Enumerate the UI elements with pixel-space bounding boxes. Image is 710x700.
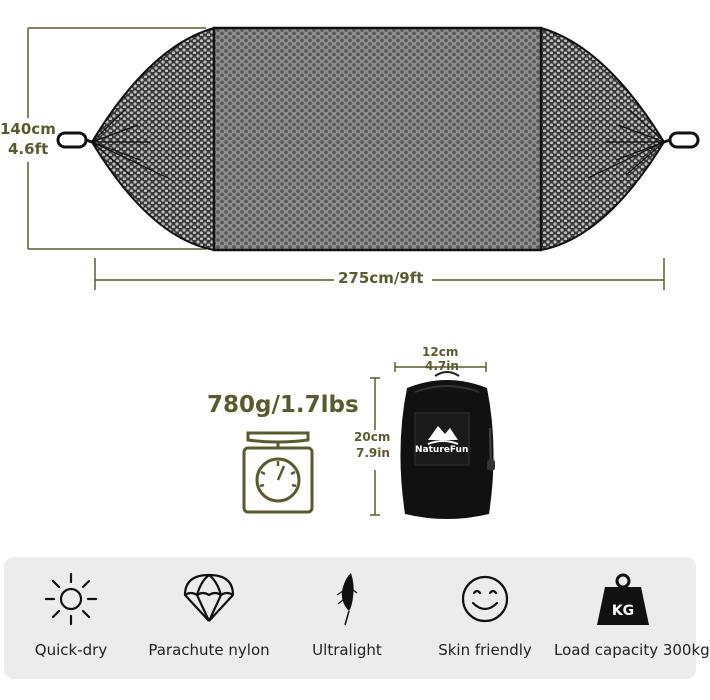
hammock-right-end — [540, 26, 666, 252]
kitchen-scale-icon — [242, 431, 314, 514]
bag-height-cm-label: 20cm — [354, 430, 391, 444]
feature-label: Load capacity 300kg — [554, 641, 710, 659]
feature-quick-dry: Quick-dry — [2, 557, 140, 679]
bag-dimension-lines — [370, 362, 487, 516]
left-carabiner-icon — [56, 131, 88, 149]
feature-skin-friendly: Skin friendly — [416, 557, 554, 679]
feature-label: Parachute nylon — [148, 641, 270, 659]
weight-icon: KG — [597, 573, 649, 625]
feature-label: Ultralight — [312, 641, 382, 659]
hammock-length-label: 275cm/9ft — [338, 269, 424, 287]
smile-icon — [461, 575, 509, 623]
bag-brand-label: NatureFun — [415, 445, 469, 455]
weight-badge-text: KG — [612, 603, 634, 619]
feature-ultralight: Ultralight — [278, 557, 416, 679]
hammock-width-ft-label: 4.6ft — [8, 140, 49, 158]
parachute-icon — [183, 573, 235, 622]
brand-logo-icon — [427, 426, 459, 445]
weight-label: 780g/1.7lbs — [207, 392, 359, 418]
feature-parachute-nylon: Parachute nylon — [140, 557, 278, 679]
hammock-illustration — [27, 26, 700, 290]
feature-load-capacity: KG Load capacity 300kg — [554, 557, 710, 679]
right-carabiner-icon — [668, 131, 700, 149]
length-dimension-line — [94, 258, 665, 290]
hammock-width-label: 140cm — [0, 120, 56, 138]
bag-width-in-label: 4.7in — [425, 359, 459, 373]
bag-height-in-label: 7.9in — [356, 446, 390, 460]
hammock-left-end — [90, 26, 215, 252]
feature-panel: Quick-dry Parachute nylon — [2, 557, 710, 679]
stuff-sack-illustration — [400, 371, 495, 519]
feather-icon — [336, 573, 358, 626]
sun-icon — [44, 572, 98, 626]
bag-width-cm-label: 12cm — [422, 345, 459, 359]
height-dimension-line — [27, 27, 206, 250]
feature-label: Skin friendly — [438, 641, 532, 659]
hammock-center-mesh — [212, 26, 543, 252]
feature-label: Quick-dry — [34, 641, 108, 659]
